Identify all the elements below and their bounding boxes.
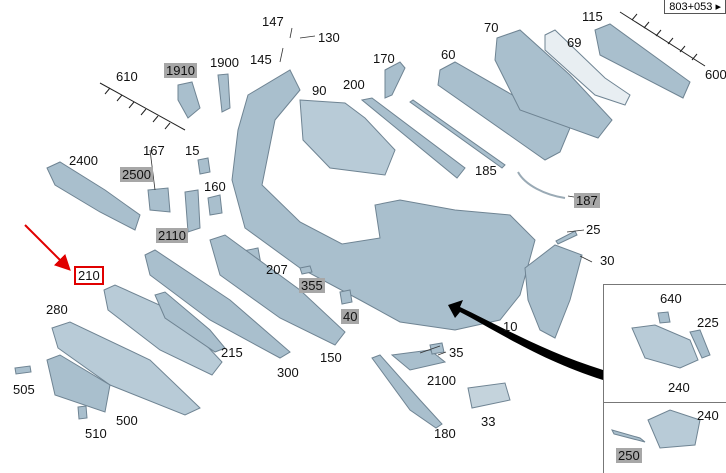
inset-part-640 bbox=[657, 311, 671, 324]
label-250[interactable]: 250 bbox=[616, 448, 642, 463]
impact-rail-70 bbox=[494, 29, 613, 139]
label-10[interactable]: 10 bbox=[503, 319, 518, 334]
label-1900[interactable]: 1900 bbox=[210, 55, 239, 70]
bracket-2100 bbox=[390, 349, 447, 371]
axis-610 bbox=[99, 82, 186, 131]
label-35[interactable]: 35 bbox=[449, 345, 464, 360]
part-510 bbox=[77, 405, 88, 420]
label-300[interactable]: 300 bbox=[277, 365, 299, 380]
label-240-upper[interactable]: 240 bbox=[668, 380, 690, 395]
label-240-lower[interactable]: 240 bbox=[697, 408, 719, 423]
label-225[interactable]: 225 bbox=[697, 315, 719, 330]
label-640[interactable]: 640 bbox=[660, 291, 682, 306]
label-145[interactable]: 145 bbox=[250, 52, 272, 67]
label-30[interactable]: 30 bbox=[600, 253, 615, 268]
label-180[interactable]: 180 bbox=[434, 426, 456, 441]
label-207[interactable]: 207 bbox=[266, 262, 288, 277]
panel-500 bbox=[46, 354, 111, 413]
inset-part-225 bbox=[689, 329, 711, 359]
label-69[interactable]: 69 bbox=[567, 35, 582, 50]
bracket-69 bbox=[544, 29, 631, 106]
part-1900 bbox=[217, 73, 231, 113]
strip-180 bbox=[371, 354, 443, 429]
strip-300 bbox=[144, 249, 291, 359]
label-25[interactable]: 25 bbox=[586, 222, 601, 237]
inset-part-250 bbox=[611, 429, 646, 443]
part-160 bbox=[207, 194, 223, 216]
label-147[interactable]: 147 bbox=[262, 14, 284, 29]
label-150[interactable]: 150 bbox=[320, 350, 342, 365]
label-60[interactable]: 60 bbox=[441, 47, 456, 62]
label-210[interactable]: 210 bbox=[74, 266, 104, 285]
part-35 bbox=[429, 342, 445, 355]
label-167[interactable]: 167 bbox=[143, 143, 165, 158]
label-187[interactable]: 187 bbox=[574, 193, 600, 208]
screw-505 bbox=[14, 365, 32, 375]
label-200[interactable]: 200 bbox=[343, 77, 365, 92]
label-510[interactable]: 510 bbox=[85, 426, 107, 441]
label-600[interactable]: 600 bbox=[705, 67, 726, 82]
label-160[interactable]: 160 bbox=[204, 179, 226, 194]
part-2110 bbox=[184, 189, 201, 233]
part-15 bbox=[197, 157, 211, 175]
wire-187 bbox=[517, 171, 566, 199]
callout-arrow bbox=[24, 224, 71, 271]
inset-part-240-lower bbox=[647, 409, 701, 449]
upper-grille bbox=[299, 99, 396, 176]
label-70[interactable]: 70 bbox=[484, 20, 499, 35]
trim-strip-170 bbox=[384, 61, 406, 99]
label-115[interactable]: 115 bbox=[582, 9, 603, 24]
label-500[interactable]: 500 bbox=[116, 413, 138, 428]
part-reference-tab[interactable]: 803+053 ▸ bbox=[664, 0, 726, 14]
label-2500[interactable]: 2500 bbox=[120, 167, 153, 182]
label-1910[interactable]: 1910 bbox=[164, 63, 197, 78]
label-185[interactable]: 185 bbox=[475, 163, 497, 178]
label-280[interactable]: 280 bbox=[46, 302, 68, 317]
grille-insert-33 bbox=[467, 382, 511, 409]
part-355 bbox=[299, 265, 313, 275]
pin-25 bbox=[555, 230, 578, 245]
label-170[interactable]: 170 bbox=[373, 51, 395, 66]
part-167 bbox=[147, 187, 171, 213]
lower-grille-280 bbox=[51, 321, 201, 416]
label-355[interactable]: 355 bbox=[299, 278, 325, 293]
label-33[interactable]: 33 bbox=[481, 414, 496, 429]
spoiler-150 bbox=[209, 234, 346, 346]
part-40 bbox=[339, 289, 353, 305]
lower-grille-210 bbox=[103, 284, 223, 376]
bracket-2400 bbox=[46, 161, 141, 231]
detail-inset bbox=[603, 284, 726, 473]
label-90[interactable]: 90 bbox=[312, 83, 327, 98]
part-1910 bbox=[177, 81, 201, 119]
side-bracket-30 bbox=[524, 244, 583, 339]
trim-rod-185 bbox=[409, 99, 506, 169]
label-2110[interactable]: 2110 bbox=[156, 228, 188, 243]
label-505[interactable]: 505 bbox=[13, 382, 35, 397]
grille-strip bbox=[360, 97, 466, 179]
bracket-115 bbox=[594, 23, 691, 99]
axis-600 bbox=[619, 11, 706, 67]
label-610[interactable]: 610 bbox=[116, 69, 138, 84]
inset-part-240-upper bbox=[631, 324, 699, 369]
label-40[interactable]: 40 bbox=[341, 309, 360, 324]
inset-pointer-arrow bbox=[448, 300, 603, 380]
label-130[interactable]: 130 bbox=[318, 30, 340, 45]
label-2400[interactable]: 2400 bbox=[69, 153, 98, 168]
label-15[interactable]: 15 bbox=[185, 143, 200, 158]
trim-215 bbox=[154, 291, 226, 353]
label-215[interactable]: 215 bbox=[221, 345, 243, 360]
inset-divider bbox=[603, 402, 726, 403]
label-2100[interactable]: 2100 bbox=[427, 373, 456, 388]
impact-rail-60 bbox=[437, 61, 571, 161]
bumper-cover bbox=[231, 69, 536, 331]
